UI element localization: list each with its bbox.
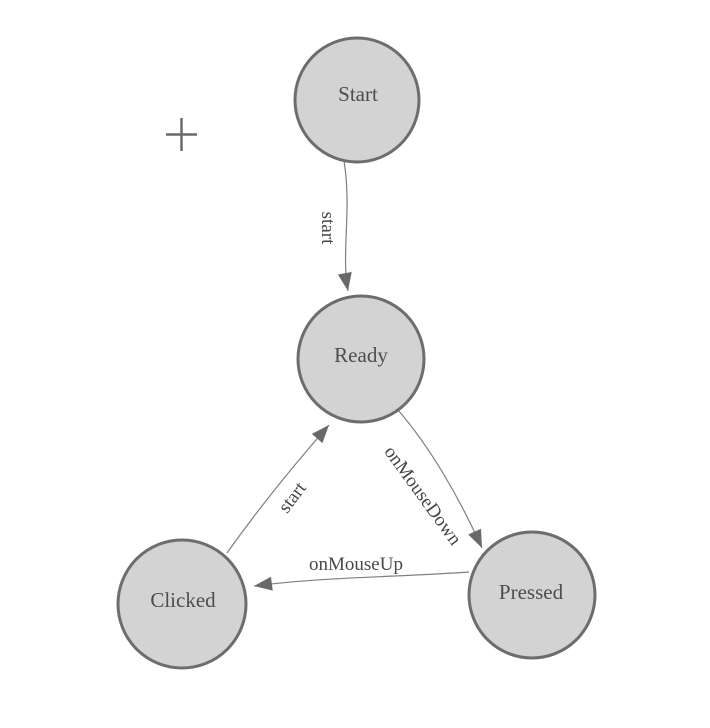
node-ready-circle[interactable] bbox=[296, 294, 426, 424]
node-start-circle[interactable] bbox=[293, 36, 421, 164]
edge-label-start-to-ready: start bbox=[317, 212, 338, 245]
edge-line-ready-to-pressed[interactable] bbox=[397, 409, 483, 549]
node-pressed-label: Pressed bbox=[499, 580, 564, 604]
node-clicked-label: Clicked bbox=[150, 588, 216, 612]
edge-line-pressed-to-clicked[interactable] bbox=[253, 571, 470, 591]
edge-line-start-to-ready[interactable] bbox=[337, 160, 352, 292]
node-pressed[interactable]: Pressed bbox=[467, 530, 597, 660]
node-start-label: Start bbox=[338, 82, 378, 106]
edge-pressed-to-clicked[interactable]: onMouseUp bbox=[253, 554, 470, 591]
node-clicked-circle[interactable] bbox=[116, 538, 248, 670]
edge-line-clicked-to-ready[interactable] bbox=[226, 424, 330, 554]
edge-label-pressed-to-clicked: onMouseUp bbox=[309, 554, 403, 575]
edge-label-ready-to-pressed: onMouseDown bbox=[380, 442, 466, 550]
plus-crosshair-icon bbox=[166, 118, 197, 151]
node-pressed-circle[interactable] bbox=[467, 530, 597, 660]
edge-start-to-ready[interactable]: start bbox=[317, 160, 352, 292]
node-clicked[interactable]: Clicked bbox=[116, 538, 248, 670]
node-ready-label: Ready bbox=[334, 343, 388, 367]
node-start[interactable]: Start bbox=[293, 36, 421, 164]
edge-ready-to-pressed[interactable]: onMouseDown bbox=[380, 409, 483, 550]
node-ready[interactable]: Ready bbox=[296, 294, 426, 424]
edge-clicked-to-ready[interactable]: start bbox=[226, 424, 330, 554]
